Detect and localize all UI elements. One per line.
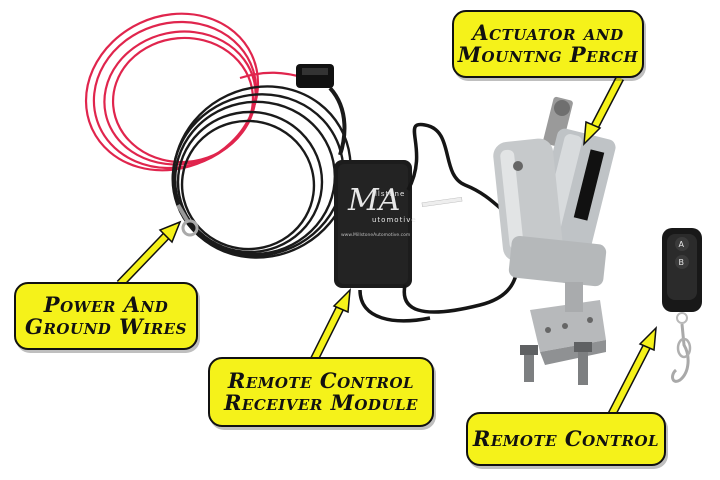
mounting-perch xyxy=(520,282,606,385)
module-brand-line2: utomotive xyxy=(372,216,417,224)
callout-power-line2: Ground Wires xyxy=(25,314,187,339)
remote-button-b: B xyxy=(679,258,685,267)
module-website: www.MillstoneAutomotive.com xyxy=(341,232,410,238)
remote-fob: A B xyxy=(662,228,702,383)
arrow-to-power-wires xyxy=(116,220,182,288)
callout-remote-control: Remote Control xyxy=(466,412,666,466)
callout-receiver-line2: Receiver Module xyxy=(223,390,418,415)
fuse-holder xyxy=(296,64,334,88)
module-logo: MA xyxy=(347,183,400,218)
callout-actuator-line2: Mountng Perch xyxy=(457,42,639,67)
arrow-to-actuator xyxy=(583,75,624,146)
receiver-module: MA illstone utomotive www.MillstoneAutom… xyxy=(334,160,417,288)
arrow-to-remote xyxy=(607,326,657,417)
zip-tie xyxy=(421,196,463,208)
remote-button-a: A xyxy=(679,240,685,249)
callout-receiver-module: Remote Control Receiver Module xyxy=(208,357,434,427)
module-brand-line1: illstone xyxy=(372,190,405,198)
red-wire-coil xyxy=(84,12,306,172)
callout-actuator: Actuator and Mountng Perch xyxy=(452,10,644,78)
callout-power-wires: Power And Ground Wires xyxy=(14,282,198,350)
callout-actuator-line1: Actuator and xyxy=(472,19,624,45)
callout-remote-line1: Remote Control xyxy=(472,425,660,451)
linear-actuator xyxy=(493,96,616,287)
callout-power-line1: Power And xyxy=(43,291,169,317)
callout-receiver-line1: Remote Control xyxy=(227,367,415,393)
arrow-to-receiver xyxy=(309,288,351,363)
ring-terminal xyxy=(176,203,199,237)
